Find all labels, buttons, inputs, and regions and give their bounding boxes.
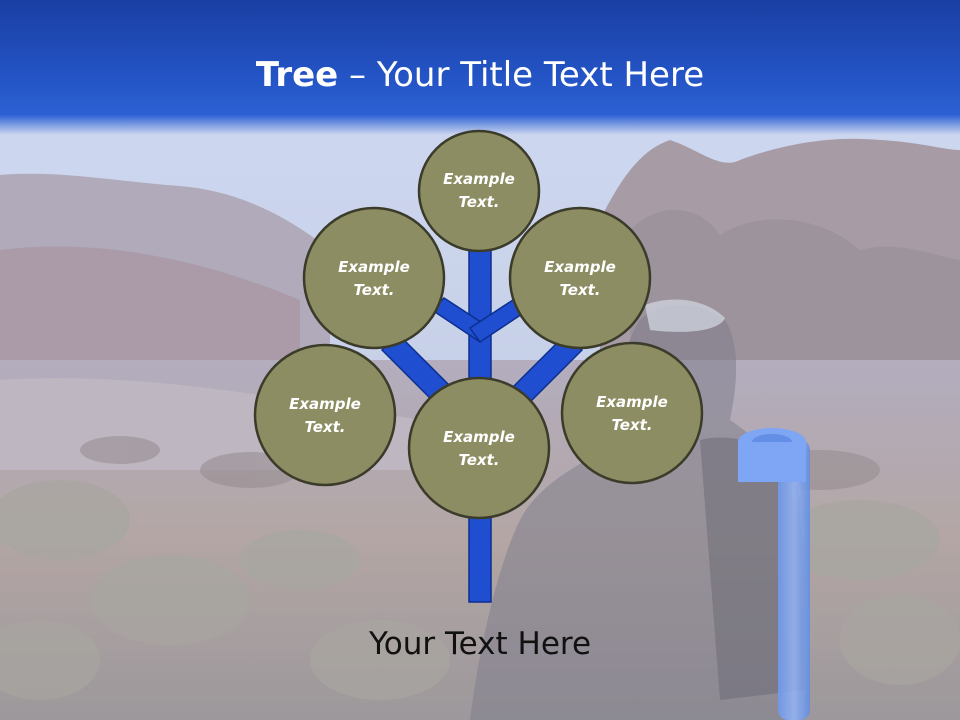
node-lower-left <box>253 343 397 487</box>
title-band <box>0 0 960 135</box>
title-dash: – <box>338 55 377 95</box>
node-upper-left <box>302 206 446 350</box>
title-rest: Your Title Text Here <box>376 55 705 95</box>
node-lower-right <box>560 341 704 485</box>
footer-text: Your Text Here <box>368 626 592 662</box>
node-top <box>417 129 541 253</box>
node-upper-right <box>508 206 652 350</box>
node-center <box>407 376 551 520</box>
slide-title: Tree – Your Title Text Here <box>0 52 960 98</box>
title-bold-word: Tree <box>255 55 339 95</box>
tree-nodes <box>253 129 704 520</box>
